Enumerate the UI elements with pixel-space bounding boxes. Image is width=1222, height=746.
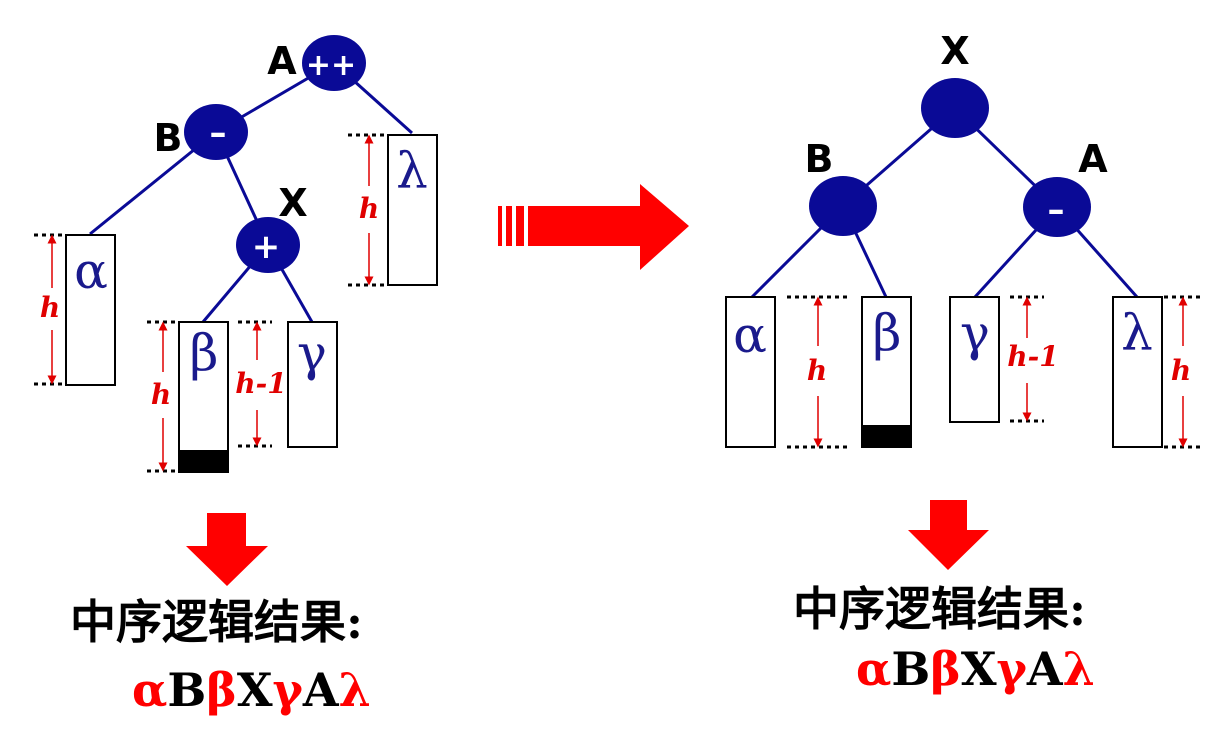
subtree-lambda-label: λ [396, 142, 428, 200]
transform-arrow [498, 184, 689, 270]
subtree-lambda [387, 134, 438, 286]
arrow-stripe [498, 206, 502, 246]
sequence-token: β [930, 642, 961, 696]
label-b: B [805, 137, 834, 181]
subtree-beta [178, 321, 229, 473]
beta-added-level [862, 425, 911, 447]
height-label-lambda: h [359, 192, 379, 225]
height-label-lambda: h [1171, 354, 1191, 387]
label-x: X [940, 29, 969, 73]
node-x [236, 217, 300, 273]
label-a: A [1078, 137, 1108, 181]
sequence-token: X [237, 663, 273, 717]
sequence-right: αBβXγAλ [856, 642, 1095, 696]
sequence-token: γ [997, 642, 1028, 696]
sequence-token: A [302, 663, 340, 717]
node-x [921, 78, 989, 138]
subtree-alpha [65, 234, 116, 386]
arrow-stripe [506, 206, 512, 246]
subtree-beta-label: β [873, 304, 902, 362]
bf-a: ++ [306, 48, 356, 83]
sequence-token: A [1026, 642, 1064, 696]
subtree-beta [861, 296, 912, 448]
sequence-token: λ [1063, 642, 1095, 696]
height-label-gamma: h-1 [235, 367, 286, 400]
sequence-token: X [961, 642, 997, 696]
subtree-lambda [1112, 296, 1163, 448]
subtree-alpha [725, 296, 776, 448]
sequence-token: β [206, 663, 237, 717]
down-arrow-left [186, 513, 268, 586]
node-a [1023, 177, 1091, 237]
height-label-alpha: h [807, 354, 827, 387]
right-tree: – X B A α β γ λ h h-1 [725, 29, 1204, 449]
caption-right: 中序逻辑结果: [793, 582, 1086, 636]
bf-b: – [210, 113, 227, 153]
arrow-body [528, 184, 689, 270]
sequence-token: B [167, 663, 206, 717]
height-label-beta: h [151, 378, 171, 411]
down-arrow-right [908, 500, 989, 570]
subtree-gamma-label: γ [297, 324, 327, 382]
beta-added-level [179, 450, 228, 472]
sequence-token: α [132, 663, 167, 717]
subtree-gamma [287, 321, 338, 448]
height-label-gamma: h-1 [1007, 340, 1058, 373]
left-height-markers: h h h-1 h [34, 133, 384, 473]
node-a [302, 35, 366, 91]
sequence-token: B [891, 642, 930, 696]
label-x: X [278, 181, 307, 225]
caption-left: 中序逻辑结果: [70, 595, 363, 649]
label-b: B [154, 116, 183, 160]
left-tree: ++ – + A B X α β γ λ h h [34, 35, 438, 473]
height-label-alpha: h [40, 291, 60, 324]
subtree-alpha-label: α [74, 242, 108, 300]
right-height-markers: h h-1 h [787, 295, 1204, 449]
label-a: A [267, 39, 297, 83]
bf-a: – [1048, 190, 1065, 230]
sequence-left: αBβXγAλ [132, 663, 371, 717]
bf-x: + [252, 227, 281, 267]
node-b [809, 176, 877, 236]
subtree-beta-label: β [190, 324, 219, 382]
subtree-alpha-label: α [733, 306, 767, 364]
subtree-gamma [949, 296, 1000, 423]
sequence-token: λ [339, 663, 371, 717]
node-b [184, 104, 248, 160]
subtree-gamma-label: γ [960, 304, 990, 362]
subtree-lambda-label: λ [1121, 304, 1153, 362]
arrow-stripe [516, 206, 524, 246]
sequence-token: α [856, 642, 891, 696]
sequence-token: γ [273, 663, 304, 717]
